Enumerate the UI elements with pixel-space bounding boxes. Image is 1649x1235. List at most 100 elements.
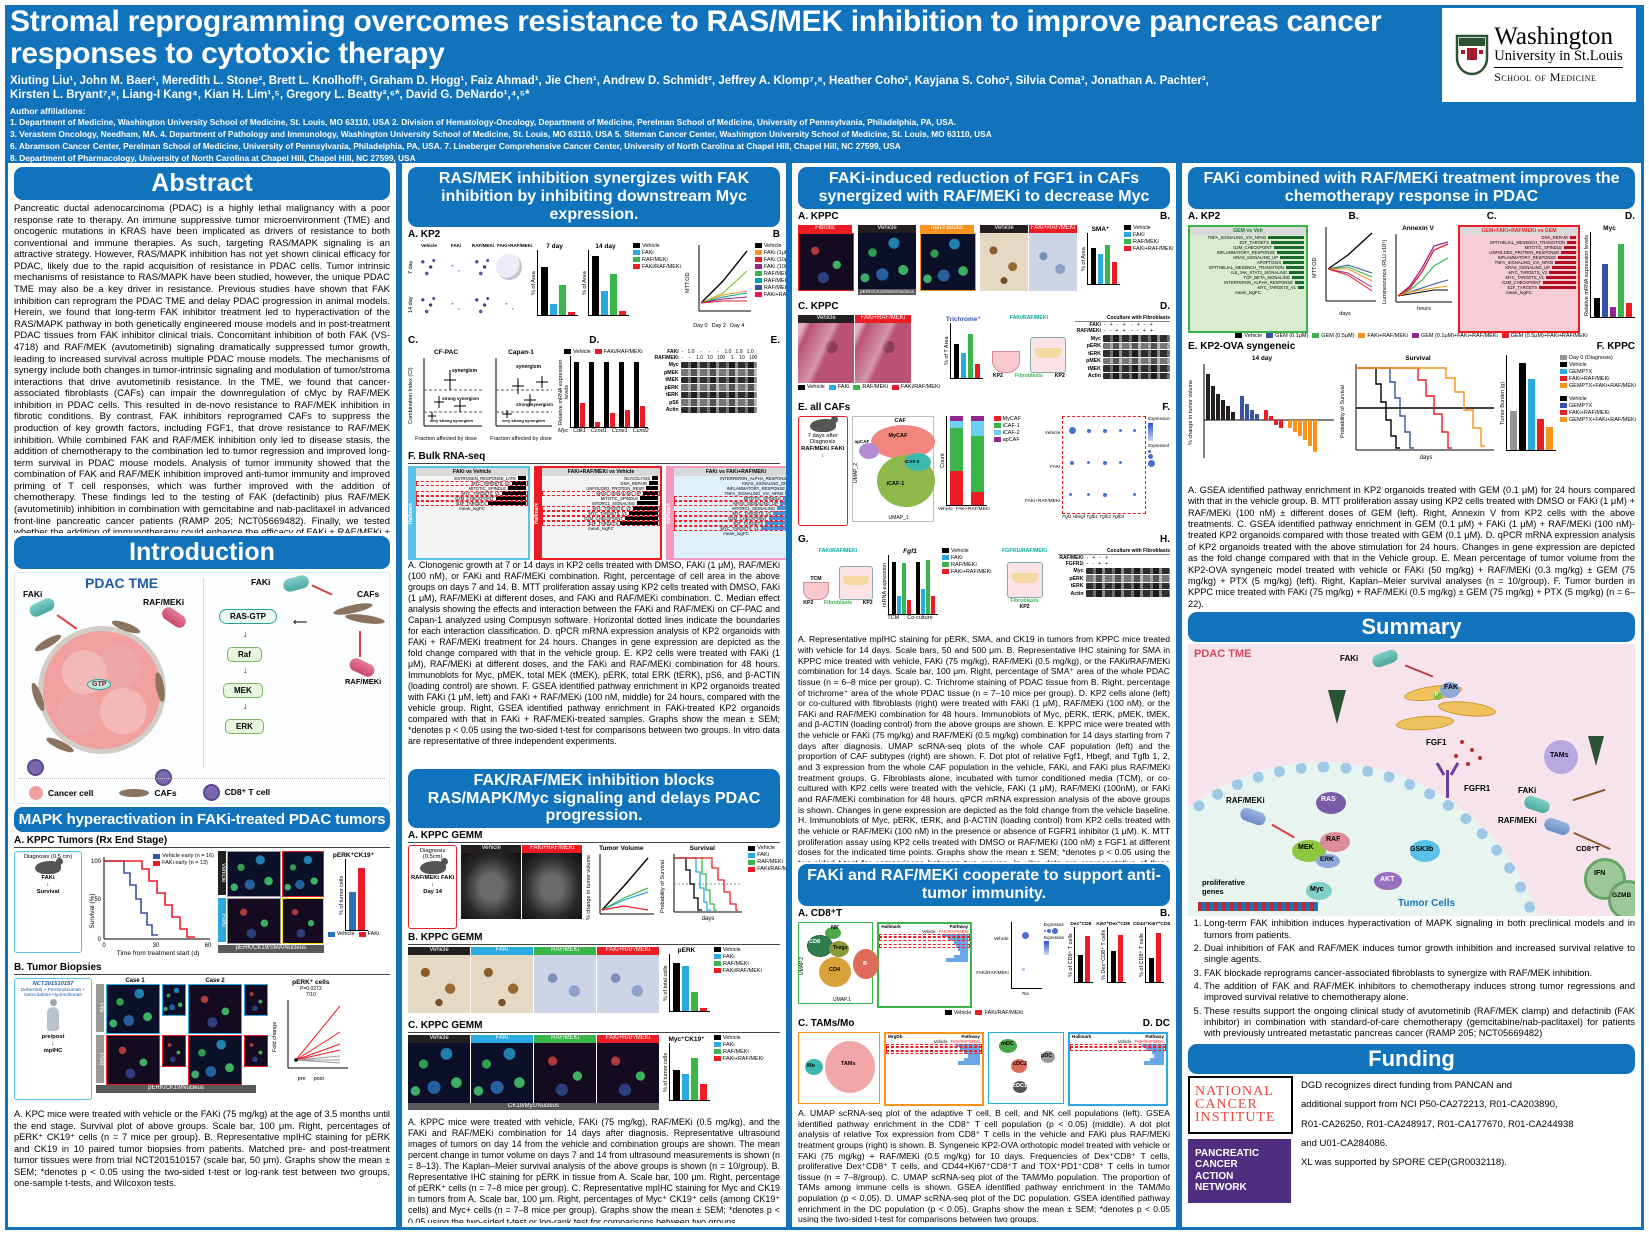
down-arrow: ↓: [243, 701, 248, 711]
caption-col1: A. KPC mice were treated with vehicle or…: [14, 1109, 390, 1189]
caption-gemm: A. KPPC mice were treated with vehicle, …: [408, 1117, 780, 1223]
cd8-tcell-dot: [155, 769, 172, 786]
introduction-header: Introduction: [14, 536, 390, 569]
survival-chemo-plot: Survival Probability of Survival days: [1340, 355, 1496, 462]
km-legend: Vehicle early (n = 16) FAKi early (n = 1…: [153, 853, 214, 866]
panel-c2-label: C. KPPC GEMM: [408, 1020, 780, 1033]
summary-point-4: The addition of FAK and RAF/MEK inhibito…: [1204, 981, 1635, 1004]
abstract-header: Abstract: [14, 167, 390, 200]
panels-cde: CF-PAC Combination Index (CI) synergism …: [408, 349, 780, 449]
column-abstract: Abstract Pancreatic ductal adenocarcinom…: [8, 163, 396, 1227]
panel-f-label: F. Bulk RNA-seq: [408, 451, 780, 464]
area-chart-7day: 7 day % of Area: [531, 243, 578, 316]
affiliation-4: 8. Department of Pharmacology, Universit…: [10, 152, 416, 163]
tumor-cluster: [43, 631, 161, 749]
gsea-combo-vs-gem: GEM+FAKi+RAF/MEKi vs GEM DNA_REPAIR EPIT…: [1458, 224, 1580, 333]
fak-label: FAK: [1444, 684, 1458, 692]
svg-text:days: days: [702, 916, 715, 922]
row-label-vehicle: Vehicle: [218, 851, 226, 895]
arrow-brown: [1572, 789, 1606, 802]
myc-qpcr-chart: Myc Relative mRNA expression levels: [1584, 225, 1635, 318]
funding-line-4: and U01-CA284086.: [1301, 1137, 1388, 1149]
affiliation-2: 3. Verastem Oncology, Needham, MA. 4. De…: [10, 128, 992, 139]
summary-header: Summary: [1188, 612, 1635, 643]
column-rasmek: RAS/MEK inhibition synergizes with FAK i…: [402, 163, 786, 1227]
mpihc-label: mpIHC: [43, 1048, 63, 1054]
authors-line-1: Xiuting Liu¹, John M. Baer¹, Meredith L.…: [10, 74, 1209, 87]
ihc-image: [597, 954, 659, 1013]
logo-line-3: School of Medicine: [1494, 70, 1597, 85]
fgf1-section-header: FAKi-induced reduction of FGF1 in CAFs s…: [798, 167, 1170, 209]
rafmeki-label: RAF/MEKi: [143, 597, 185, 607]
funding-line-3: R01-CA26250, R01-CA248917, R01-CA177670,…: [1301, 1118, 1574, 1130]
logo-line-2: University in St.Louis: [1494, 48, 1623, 69]
tams-cell: [1544, 740, 1578, 775]
gsea-faki-vs-vehicle: Hallmark FAKi vs Vehicle ESTROGEN_RESPON…: [408, 465, 530, 560]
tme-label: PDAC TME: [1194, 648, 1252, 661]
svg-text:30: 30: [153, 943, 160, 949]
svg-text:strong synergism: strong synergism: [442, 396, 479, 401]
panel-dc-label: D. DC: [1142, 1017, 1170, 1029]
mtt-chemo-plot: MTT:OD days: [1312, 225, 1378, 317]
down-arrow: ↓: [243, 665, 248, 675]
svg-text:0: 0: [98, 937, 102, 943]
faki-pill-icon: [1522, 794, 1552, 815]
ultrasound-images: Vehicle FAKi+RAF/MEKi: [461, 845, 583, 920]
washu-logo: Washington University in St.Louis School…: [1442, 8, 1636, 102]
apcaf-cluster: [858, 442, 879, 459]
down-arrow-green: [1588, 736, 1604, 767]
case1-pre-image: [105, 984, 160, 1034]
down-arrow-green: [1328, 690, 1346, 725]
svg-text:0: 0: [102, 943, 106, 949]
ihc-image: [408, 954, 470, 1013]
fgfri-diagram: FGFR1i/RAF/MEKi Fibroblasts KP2: [1002, 547, 1047, 610]
faki-label: FAKi: [41, 875, 55, 881]
panel-c2-mpihc: Vehicle FAKi RAF/MEKi FAKi+RAF/MEKi CK19…: [408, 1034, 780, 1116]
mouse-icon: [35, 858, 63, 874]
gsk3b-blob: [1410, 840, 1440, 863]
mapk-section-header: MAPK hyperactivation in FAKi-treated PDA…: [14, 807, 390, 832]
panel-a-label: A. KPPC: [798, 210, 839, 222]
down-arrow: ↓: [243, 629, 248, 639]
panel-a-label: A. KPPC Tumors (Rx End Stage): [14, 835, 390, 848]
panel-f-rnaseq: Hallmark FAKi vs Vehicle ESTROGEN_RESPON…: [408, 465, 786, 560]
chemo-legend: Vehicle GEM (0.1μM) GEM (0.5μM) FAKi+RAF…: [1188, 333, 1635, 339]
c2-legend: Vehicle FAKi RAF/MEKi FAKi+RAF/MEKi: [714, 1035, 764, 1062]
summary-diagram: PDAC TME FAKi FAK P FGF1 FGFR1 RAF/MEKi: [1188, 644, 1635, 917]
panel-b2-ihc: Vehicle FAKi RAF/MEKi FAKi+RAF/MEKi pERK…: [408, 946, 780, 1018]
panel-a-label: A. KP2: [408, 228, 441, 240]
divider: [203, 579, 204, 767]
cd8-barcharts: Dex⁺CD8 % of CD8⁺ T cells Ki67⁺Dex⁺CD8 %…: [1068, 922, 1170, 983]
mpihc-image: [408, 1042, 470, 1103]
gemm-legend: Vehicle FAKi RAF/MEKi FAKi/RAF/MEKi: [748, 845, 786, 872]
caption-chemo: A. GSEA identified pathway enrichment in…: [1188, 484, 1635, 609]
funding-line-1: DGD recognizes direct funding from PANCA…: [1301, 1079, 1513, 1091]
vehicle-image: [858, 232, 916, 289]
dc-umap: mDC cDC2 pDC cDC1: [988, 1031, 1064, 1104]
column-chemo: FAKi combined with RAF/MEKi treatment im…: [1182, 163, 1641, 1227]
panel-cd8: NK CD8 Tregs CD4 B UMAP.1 UMAP.2 Hallmar…: [798, 921, 1170, 1008]
panel-b-tumor-biopsies: NCT201510157 Defactinib + Pembrolizumab …: [14, 978, 390, 1106]
post-label: Post: [96, 1035, 104, 1083]
funding-text: DGD recognizes direct funding from PANCA…: [1301, 1076, 1574, 1203]
chemo-section-header: FAKi combined with RAF/MEKi treatment im…: [1188, 167, 1635, 209]
fgfri-blot: Coculture with Fibroblasts RAF/MEKi- + -…: [1057, 547, 1170, 597]
diagnosis-label: Diagnosis (0.5 cm): [23, 854, 73, 860]
inhibit-line: [311, 584, 333, 596]
panel-b-label: B.: [1348, 210, 1359, 222]
fakrafmek-section-header: FAK/RAF/MEK inhibition blocks RAS/MAPK/M…: [408, 768, 780, 829]
pre-label: Pre: [96, 984, 104, 1032]
cancer-cell-icon: [29, 785, 43, 800]
svg-text:days: days: [1420, 455, 1433, 461]
fgfr1-label: FGFR1: [1464, 784, 1491, 794]
panel-g-label: G.: [798, 533, 809, 545]
ultrasound-vehicle: [461, 853, 522, 920]
panel-e-label: E. all CAFs: [798, 401, 851, 413]
svg-text:100: 100: [91, 859, 102, 865]
ihc-image: [226, 851, 281, 897]
trial-scheme: NCT201510157 Defactinib + Pembrolizumab …: [14, 978, 92, 1100]
ultrasound-combo: [522, 853, 583, 920]
